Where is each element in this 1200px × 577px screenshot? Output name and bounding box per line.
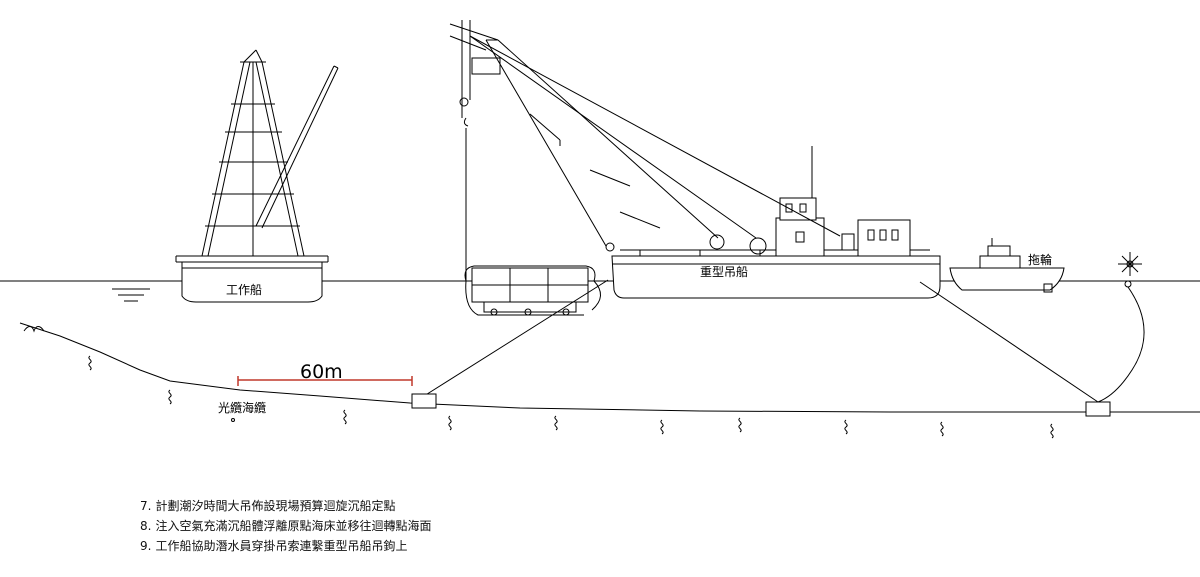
crane-ship-label: 重型吊船 [700, 265, 748, 279]
seabed-line [19, 322, 1200, 413]
note-number: 8. [140, 519, 152, 533]
cable-landing-point [231, 418, 235, 422]
note-8: 8.注入空氣充滿沉船體浮離原點海床並移往迴轉點海面 [140, 516, 840, 536]
anchor-block-1 [411, 393, 437, 409]
note-text: 注入空氣充滿沉船體浮離原點海床並移往迴轉點海面 [155, 519, 432, 533]
note-number: 9. [140, 539, 152, 553]
seaweed-marks [23, 326, 1054, 439]
procedure-notes: 7.計劃潮汐時間大吊佈設現場預算迴旋沉船定點 8.注入空氣充滿沉船體浮離原點海床… [140, 496, 840, 556]
scale-bar: 60m [237, 361, 413, 386]
anchor-block-2 [1085, 401, 1111, 417]
note-number: 7. [140, 499, 152, 513]
lifted-wreck [464, 265, 601, 316]
marker-buoy [1097, 252, 1145, 403]
note-text: 計劃潮汐時間大吊佈設現場預算迴旋沉船定點 [155, 499, 396, 513]
work-boat-label: 工作船 [226, 283, 262, 297]
cable-landing-label: 光纜海纜 [218, 400, 266, 415]
tug: 拖輪 [949, 238, 1065, 293]
note-text: 工作船協助潛水員穿掛吊索連繫重型吊船吊鉤上 [155, 539, 408, 553]
water-level-symbol [112, 288, 150, 302]
scale-label: 60m [300, 361, 343, 383]
note-9: 9.工作船協助潛水員穿掛吊索連繫重型吊船吊鉤上 [140, 536, 840, 556]
crane-ship: 重型吊船 [423, 20, 1099, 403]
note-7: 7.計劃潮汐時間大吊佈設現場預算迴旋沉船定點 [140, 496, 840, 516]
tug-label: 拖輪 [1028, 252, 1052, 267]
work-boat: 工作船 [175, 49, 339, 303]
